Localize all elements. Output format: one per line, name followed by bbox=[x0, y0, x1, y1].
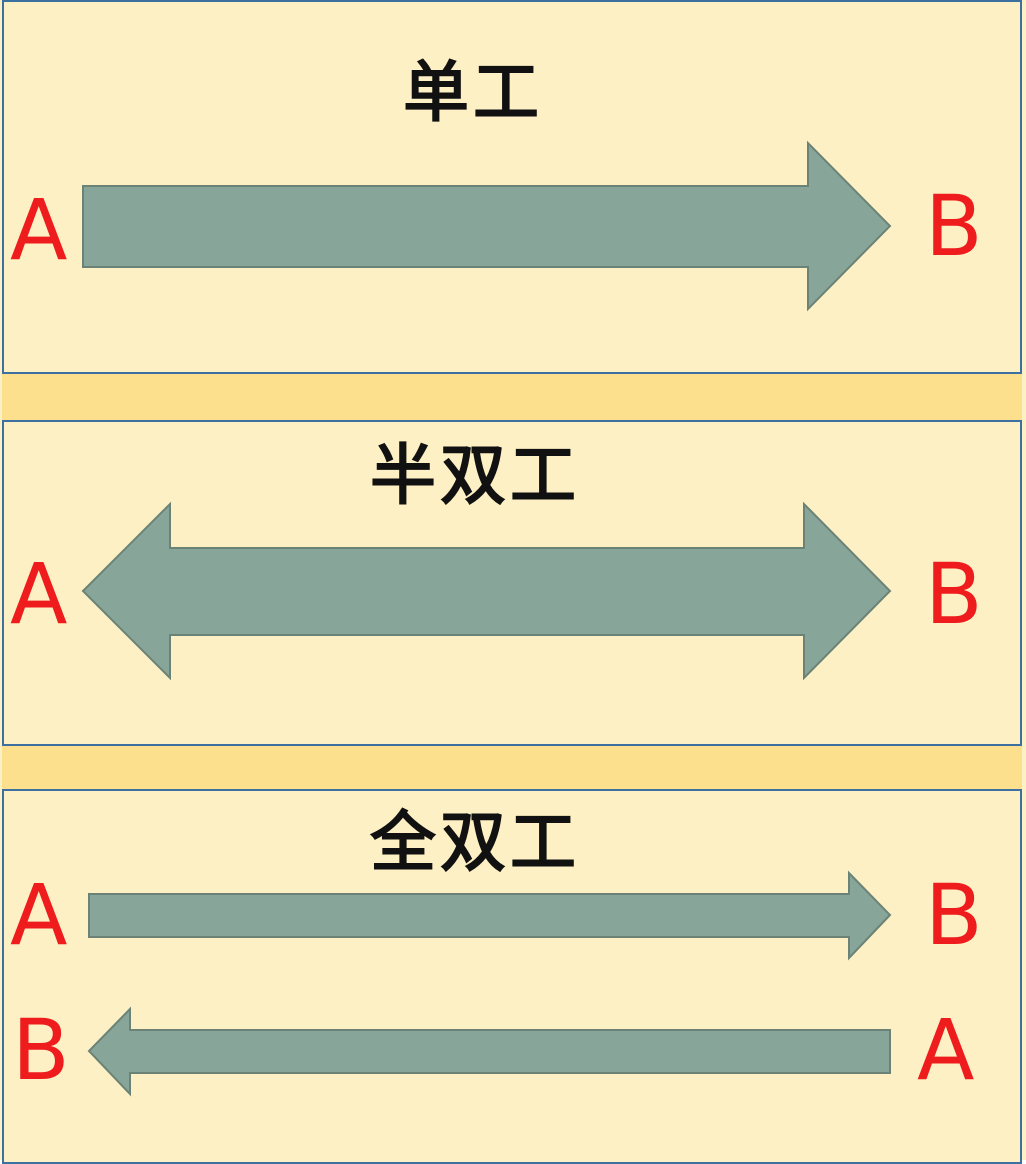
half-duplex-node-left: A bbox=[10, 545, 68, 643]
full-duplex-bottom-node-left: B bbox=[12, 1001, 70, 1099]
simplex-arrow-right bbox=[82, 140, 892, 312]
section-separator bbox=[2, 744, 1022, 791]
full-duplex-panel bbox=[2, 789, 1022, 1164]
simplex-title: 单工 bbox=[403, 54, 543, 131]
full-duplex-title: 全双工 bbox=[370, 804, 580, 881]
full-duplex-top-node-right: B bbox=[925, 866, 983, 964]
full-duplex-arrow-left bbox=[87, 1006, 891, 1097]
half-duplex-title: 半双工 bbox=[370, 437, 580, 514]
full-duplex-arrow-right bbox=[88, 870, 892, 961]
simplex-node-left: A bbox=[10, 181, 68, 279]
full-duplex-bottom-node-right: A bbox=[917, 1001, 975, 1099]
half-duplex-arrow-bidirectional bbox=[81, 501, 892, 681]
section-separator bbox=[2, 372, 1022, 422]
full-duplex-top-node-left: A bbox=[10, 866, 68, 964]
half-duplex-node-right: B bbox=[925, 545, 983, 643]
simplex-node-right: B bbox=[925, 177, 983, 275]
